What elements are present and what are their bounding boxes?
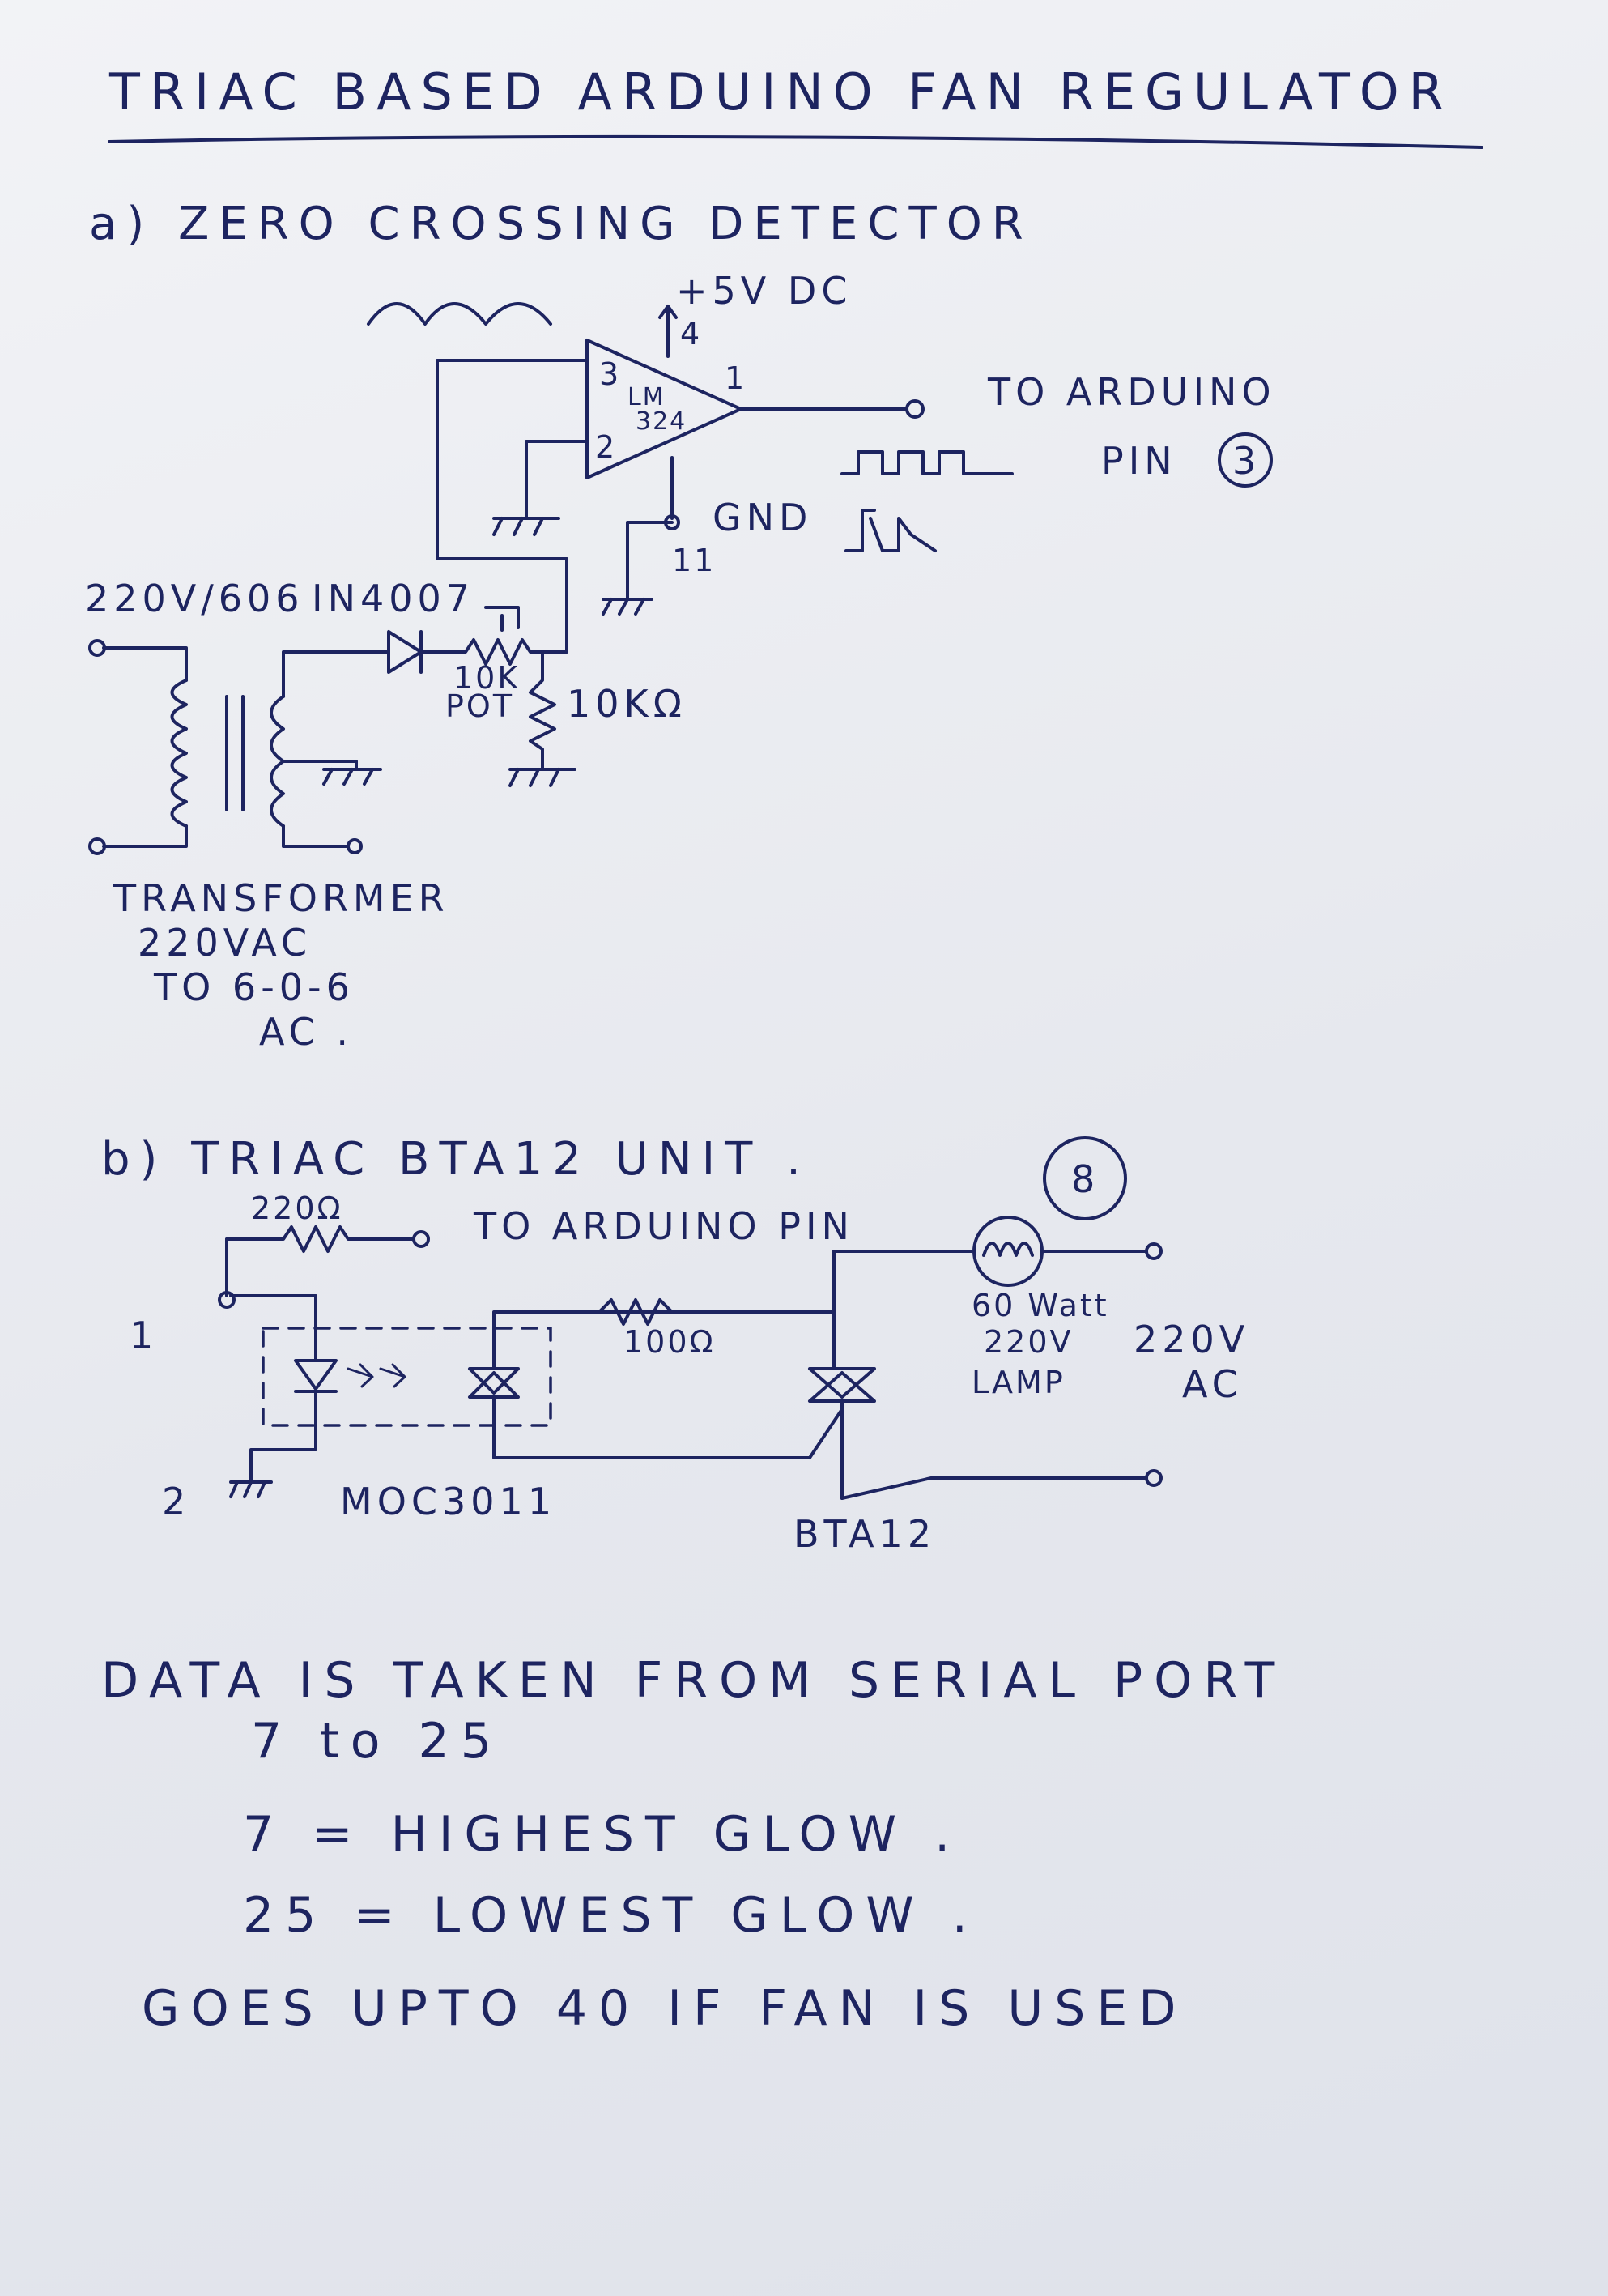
ground-icon	[602, 598, 653, 616]
pulse-wave-icon	[844, 509, 937, 552]
pin-4-label: 4	[680, 316, 702, 351]
ac-return-wire	[840, 1476, 1147, 1500]
primary-coil-icon	[170, 679, 188, 828]
pin-3-label: 3	[599, 356, 621, 392]
diac-top-wire	[492, 1310, 836, 1370]
r1-resistor-icon	[225, 1225, 415, 1253]
section-a-heading: a) ZERO CROSSING DETECTOR	[89, 198, 1033, 250]
r2-label: 100Ω	[623, 1324, 716, 1360]
source-label: 220V/606	[85, 577, 304, 620]
primary-terminal-bottom	[88, 837, 106, 855]
opamp-triangle-icon	[585, 339, 742, 479]
diac-bottom-wire	[492, 1395, 811, 1459]
arrow-up-icon	[658, 305, 678, 319]
pot-label-line1: 10K	[453, 660, 520, 696]
pin3-wire	[436, 359, 589, 633]
led-cathode-wire	[249, 1390, 317, 1484]
note-line-5: GOES UPTO 40 IF FAN IS USED	[142, 1980, 1188, 2037]
pot-wiper-icon	[484, 606, 520, 632]
note-line-4: 25 = LOWEST GLOW .	[243, 1887, 979, 1944]
diac-icon	[468, 1367, 520, 1399]
pin-1-label: 1	[725, 360, 747, 396]
secondary-coil-icon	[270, 695, 285, 828]
primary-wire-top	[102, 646, 188, 682]
secondary-wire-bottom	[282, 824, 350, 848]
to-arduino-pin8-label: TO ARDUINO PIN	[473, 1204, 854, 1248]
led-icon	[294, 1359, 338, 1391]
pin1-label: 1	[130, 1314, 158, 1357]
optocoupler-box	[262, 1327, 552, 1427]
secondary-terminal	[347, 838, 363, 854]
triac-gate-wire	[808, 1408, 844, 1459]
opto-label: MOC3011	[340, 1480, 556, 1523]
ac-label-line1: 220V	[1134, 1318, 1249, 1361]
lamp-label-line3: LAMP	[972, 1365, 1066, 1400]
sine-wave-icon	[367, 302, 552, 326]
lamp-label-line2: 220V	[984, 1324, 1074, 1360]
ground-icon	[508, 768, 576, 787]
pin-2-label: 2	[595, 429, 617, 465]
gnd-label: GND	[713, 496, 812, 539]
note-line-2: 7 to 25	[251, 1713, 503, 1770]
ac-terminal-top	[1145, 1242, 1163, 1260]
output-terminal	[905, 399, 925, 419]
diode-label: IN4007	[312, 577, 474, 620]
transformer-core-icon	[225, 695, 245, 811]
triac-label: BTA12	[793, 1512, 936, 1556]
lamp-filament-icon	[982, 1242, 1034, 1257]
primary-wire-bottom	[102, 824, 188, 848]
r2-resistor-icon	[598, 1298, 674, 1326]
transformer-caption-line1: TRANSFORMER	[113, 876, 449, 920]
triac-icon	[808, 1367, 876, 1403]
page-title: TRIAC BASED ARDUINO FAN REGULATOR	[108, 62, 1453, 121]
resistor-label: 10KΩ	[567, 682, 687, 726]
pot-zigzag-icon	[419, 630, 568, 666]
pot-label-line2: POT	[445, 688, 514, 724]
gnd-return-wire	[626, 521, 674, 601]
ground-icon	[322, 768, 382, 786]
ground-icon	[492, 517, 560, 536]
diode-icon	[387, 630, 423, 674]
led-anode-wire	[229, 1294, 317, 1362]
note-line-1: DATA IS TAKEN FROM SERIAL PORT	[101, 1652, 1286, 1709]
note-line-3: 7 = HIGHEST GLOW .	[243, 1806, 961, 1863]
resistor-icon	[529, 650, 556, 771]
pin-number: 3	[1232, 439, 1261, 483]
transformer-caption-line4: AC .	[259, 1010, 353, 1054]
r1-terminal	[412, 1230, 430, 1248]
ac-label-line2: AC	[1182, 1362, 1243, 1406]
transformer-caption-line3: TO 6-0-6	[153, 965, 355, 1009]
pin8-number: 8	[1071, 1157, 1100, 1201]
section-b-heading: b) TRIAC BTA12 UNIT .	[101, 1133, 810, 1186]
input-terminal	[218, 1291, 236, 1309]
r1-label: 220Ω	[251, 1191, 343, 1226]
pin-11-label: 11	[672, 543, 716, 578]
supply-label: +5V DC	[676, 269, 852, 313]
pin-label: PIN	[1101, 439, 1177, 483]
lamp-label-line1: 60 Watt	[972, 1288, 1109, 1323]
secondary-wire	[282, 650, 390, 698]
title-underline	[108, 134, 1483, 149]
ac-terminal-bottom	[1145, 1469, 1163, 1487]
light-arrows-icon	[347, 1363, 406, 1388]
to-arduino-label: TO ARDUINO	[987, 370, 1276, 414]
ic-name-line2: 324	[636, 407, 687, 436]
pin2-wire	[525, 440, 589, 520]
ground-icon	[229, 1480, 273, 1498]
ic-name-line1: LM	[627, 383, 666, 411]
pin-number-circle	[1218, 432, 1273, 488]
transformer-caption-line2: 220VAC	[138, 921, 312, 965]
pin8-circle	[1043, 1136, 1127, 1220]
square-wave-icon	[840, 450, 1014, 475]
pin2-label: 2	[162, 1480, 190, 1523]
center-tap-wire	[282, 760, 358, 771]
